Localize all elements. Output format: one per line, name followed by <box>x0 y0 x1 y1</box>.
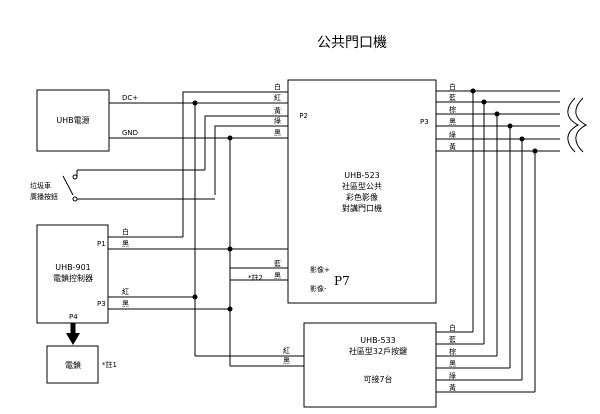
bus-white-label: 白 <box>449 82 456 91</box>
p2-white-label: 白 <box>274 82 281 91</box>
keypad-box <box>303 322 437 408</box>
bus-black-label: 黑 <box>449 118 456 126</box>
video-blue-label: 藍 <box>274 259 281 268</box>
keypad-bus-black-label: 黑 <box>449 360 456 368</box>
p3-black-label: 黑 <box>122 300 129 308</box>
electric-lock-box <box>46 345 99 384</box>
diagram-title: 公共門口機 <box>317 35 387 51</box>
switch-contact-top <box>72 174 78 180</box>
bus-green-label: 綠 <box>449 130 456 139</box>
p1-port-label: P1 <box>97 240 106 248</box>
keypad-bus-brown-label: 棕 <box>449 347 456 356</box>
switch-contact-bottom <box>72 196 78 202</box>
power-supply-box <box>36 89 110 152</box>
p4-port-label: P4 <box>69 313 78 321</box>
note-2: *註2 <box>248 273 263 282</box>
p2-red-label: 紅 <box>274 93 281 102</box>
bus-yellow-label: 黃 <box>449 142 456 151</box>
continuation-break-symbol-2 <box>575 97 588 153</box>
keypad-capacity-label: 可接7台 <box>363 374 392 384</box>
p7-port-label: P7 <box>334 274 350 288</box>
door-station-box <box>287 79 437 304</box>
dc-plus-label: DC+ <box>122 94 138 102</box>
electric-lock-label: 電鎖 <box>65 360 81 370</box>
keypad-type-label: 社區型32戶按鍵 <box>349 346 407 356</box>
door-station-color-label: 彩色影像 <box>346 192 378 202</box>
p1-white-label: 白 <box>122 227 129 236</box>
p3-red-label: 紅 <box>122 287 129 296</box>
junction-dots <box>192 88 538 312</box>
door-station-type-label: 社區型公共 <box>342 181 382 191</box>
broadcast-switch <box>62 175 74 196</box>
door-station-intercom-label: 對講門口機 <box>342 203 382 213</box>
gnd-label: GND <box>122 129 138 137</box>
video-minus-label: 影像- <box>310 284 327 293</box>
keypad-red-label: 紅 <box>283 346 290 355</box>
controller-model-label: UHB-901 <box>55 263 91 272</box>
keypad-bus-yellow-label: 黃 <box>449 383 456 392</box>
bus-blue-label: 藍 <box>449 93 456 102</box>
p2-port-label: P2 <box>299 112 308 120</box>
p2-green-label: 綠 <box>274 116 281 125</box>
keypad-model-label: UHB-533 <box>360 336 396 345</box>
switch-label-line2: 廣播按鈕 <box>30 192 58 201</box>
keypad-bus-green-label: 綠 <box>449 371 456 380</box>
note-1: *註1 <box>102 360 117 369</box>
video-plus-label: 影像+ <box>310 265 330 274</box>
bus-brown-label: 棕 <box>449 105 456 114</box>
p3-right-port-label: P3 <box>420 118 429 126</box>
door-station-model-label: UHB-523 <box>344 171 380 180</box>
p4-arrow-head <box>66 333 80 345</box>
power-supply-label: UHB電源 <box>56 116 89 125</box>
keypad-bus-blue-label: 藍 <box>449 335 456 344</box>
keypad-black-label: 黑 <box>283 357 290 365</box>
p1-black-label: 黑 <box>122 240 129 248</box>
switch-label-line1: 垃圾車 <box>30 181 51 190</box>
video-black-label: 黑 <box>274 272 281 280</box>
p3-port-label: P3 <box>97 300 106 308</box>
p2-yellow-label: 黃 <box>274 106 281 115</box>
door-lock-controller-box <box>36 224 109 324</box>
p2-black-label: 黑 <box>274 129 281 137</box>
keypad-bus-white-label: 白 <box>449 323 456 332</box>
controller-name-label: 電鎖控制器 <box>53 273 93 283</box>
continuation-break-symbol <box>567 97 580 153</box>
